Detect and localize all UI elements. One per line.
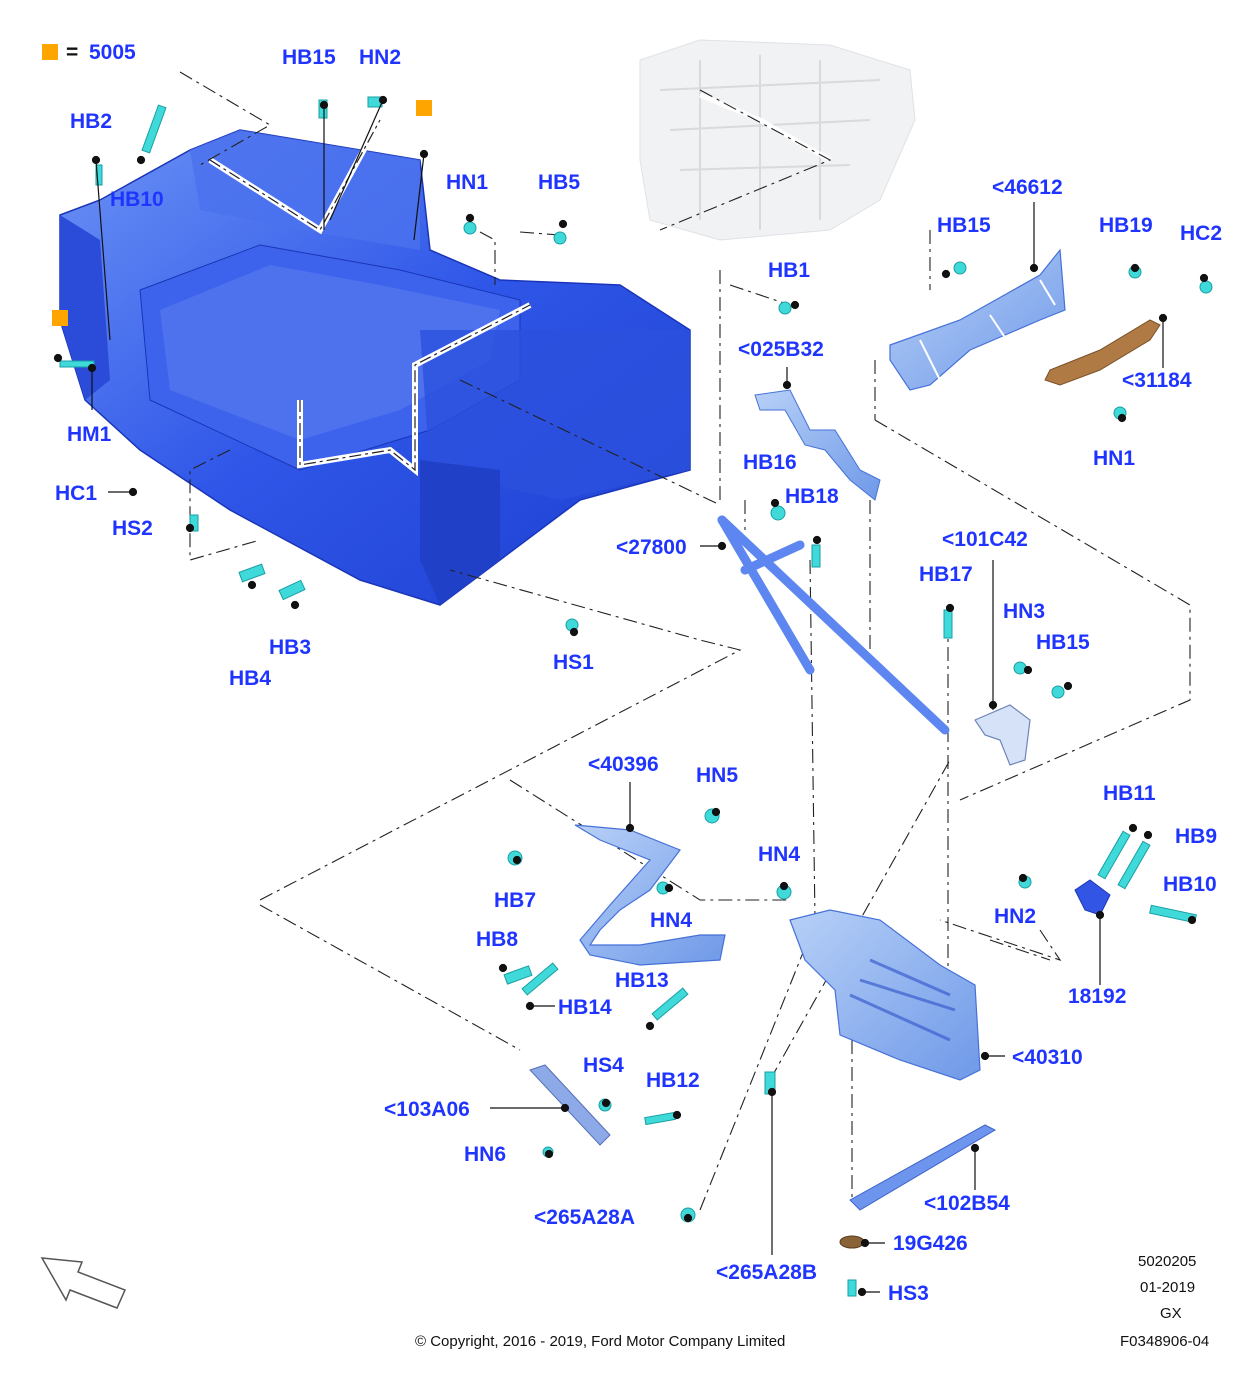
callout-19g426: 19G426 — [893, 1232, 968, 1255]
bracket-31184 — [1044, 319, 1161, 386]
callout-hb1: HB1 — [768, 259, 811, 282]
callout-27800: <27800 — [616, 536, 687, 559]
crossmember-40310 — [789, 909, 981, 1081]
strut-27800 — [717, 515, 950, 735]
callout-hn1-a: HN1 — [446, 171, 489, 194]
diagram-date: 01-2019 — [1140, 1279, 1196, 1296]
callout-hb10-right: HB10 — [1163, 873, 1217, 896]
fasteners — [59, 96, 1213, 1297]
callout-hb3: HB3 — [269, 636, 312, 659]
callout-hn5: HN5 — [696, 764, 739, 787]
diagram-code: 5020205 — [1138, 1253, 1197, 1270]
callout-hs2: HS2 — [112, 517, 153, 540]
callout-46612: <46612 — [992, 176, 1063, 199]
callout-025b32: <025B32 — [738, 338, 824, 361]
callout-hb10-top: HB10 — [110, 188, 164, 211]
cross-member-46612 — [889, 248, 1066, 391]
callout-hb15-right: HB15 — [937, 214, 991, 237]
callout-102b54: <102B54 — [924, 1192, 1010, 1215]
callout-18192: 18192 — [1068, 985, 1127, 1008]
bar-103a06 — [529, 1064, 611, 1146]
callout-hs3: HS3 — [888, 1282, 929, 1305]
copyright-notice: © Copyright, 2016 - 2019, Ford Motor Com… — [415, 1333, 786, 1350]
legend-swatch — [42, 44, 58, 60]
callout-hb15-mid: HB15 — [1036, 631, 1090, 654]
callout-hb19: HB19 — [1099, 214, 1153, 237]
washer-19g426 — [839, 1235, 865, 1249]
callout-40310: <40310 — [1012, 1046, 1083, 1069]
callout-hb14: HB14 — [558, 996, 612, 1019]
callout-hb13: HB13 — [615, 969, 669, 992]
callout-hc2: HC2 — [1180, 222, 1223, 245]
callout-265a28b: <265A28B — [716, 1261, 817, 1284]
arm-40396 — [574, 824, 726, 966]
callout-hb15-top: HB15 — [282, 46, 336, 69]
legend-value: 5005 — [89, 41, 136, 64]
callout-hb9: HB9 — [1175, 825, 1218, 848]
callout-31184: <31184 — [1122, 369, 1192, 392]
callout-hb5: HB5 — [538, 171, 581, 194]
callout-265a28a: <265A28A — [534, 1206, 635, 1229]
vehicle-context-sketch — [639, 39, 916, 241]
brace-025b32 — [754, 389, 881, 501]
callout-hb4: HB4 — [229, 667, 272, 690]
legend-marker — [416, 100, 432, 116]
callout-hb17: HB17 — [919, 563, 973, 586]
callout-leaders — [53, 95, 1209, 1297]
callout-hb7: HB7 — [494, 889, 537, 912]
callout-hn6: HN6 — [464, 1143, 507, 1166]
bracket-18192 — [1074, 879, 1111, 916]
legend-equals: = — [66, 41, 79, 64]
bracket-101c42 — [974, 704, 1031, 766]
figure-number: F0348906-04 — [1120, 1333, 1210, 1350]
subframe-outline-dash — [209, 119, 531, 472]
callout-hs1: HS1 — [553, 651, 594, 674]
callout-hc1: HC1 — [55, 482, 98, 505]
callout-101c42: <101C42 — [942, 528, 1028, 551]
callout-hb2: HB2 — [70, 110, 113, 133]
callout-hs4: HS4 — [583, 1054, 624, 1077]
legend-marker — [52, 310, 68, 326]
callout-103a06: <103A06 — [384, 1098, 470, 1121]
callout-hb8: HB8 — [476, 928, 519, 951]
callout-hb16: HB16 — [743, 451, 797, 474]
callout-hn4-b: HN4 — [650, 909, 693, 932]
leader-lines — [179, 71, 1191, 1211]
callout-hm1: HM1 — [67, 423, 112, 446]
callout-hn1-b: HN1 — [1093, 447, 1136, 470]
callout-hb11: HB11 — [1103, 782, 1156, 805]
callout-hb12: HB12 — [646, 1069, 700, 1092]
direction-arrow-icon — [40, 1257, 127, 1309]
callout-hn4-a: HN4 — [758, 843, 801, 866]
callout-hn2-right: HN2 — [994, 905, 1037, 928]
front-subframe-assembly — [59, 129, 691, 606]
callout-40396: <40396 — [588, 753, 659, 776]
rod-102b54 — [849, 1124, 997, 1211]
diagram-initials: GX — [1160, 1305, 1182, 1322]
callout-hn3: HN3 — [1003, 600, 1046, 623]
callout-hn2-top: HN2 — [359, 46, 402, 69]
callout-hb18: HB18 — [785, 485, 839, 508]
